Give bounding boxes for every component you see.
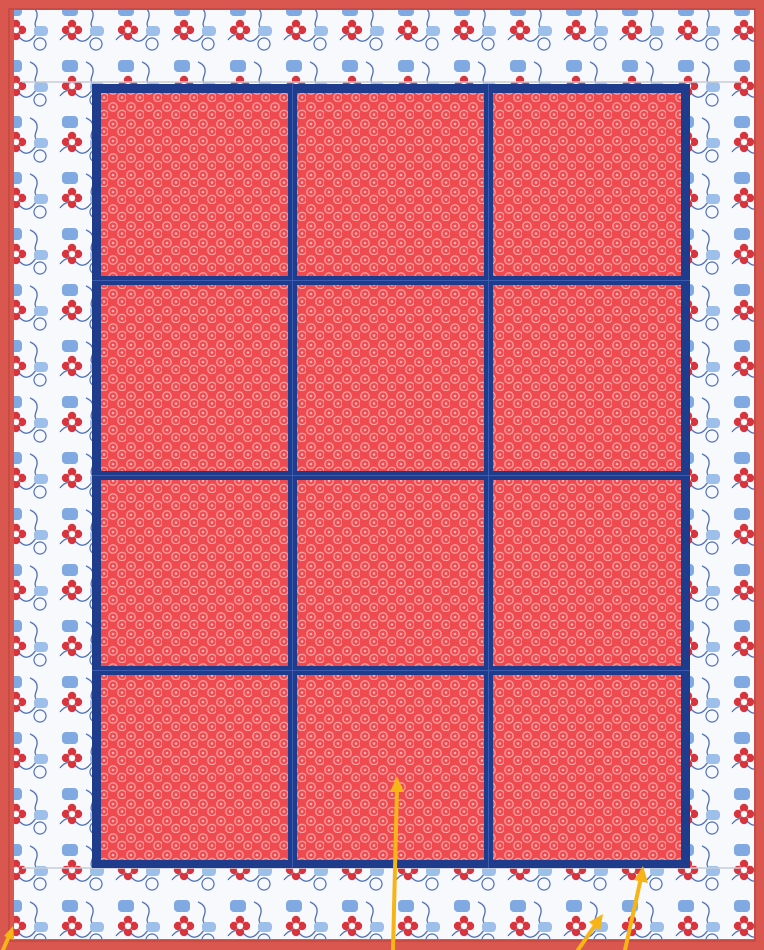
- block-r1-c2: [297, 93, 484, 276]
- block-r2-c2: [297, 285, 484, 471]
- block-r4-c2: [297, 675, 484, 860]
- block-r1-c3: [493, 93, 681, 276]
- block-r4-c1: [101, 675, 288, 860]
- block-r2-c1: [101, 285, 288, 471]
- block-r4-c3: [493, 675, 681, 860]
- block-r3-c3: [493, 480, 681, 666]
- block-r1-c1: [101, 93, 288, 276]
- block-r2-c3: [493, 285, 681, 471]
- block-r3-c2: [297, 480, 484, 666]
- block-r3-c1: [101, 480, 288, 666]
